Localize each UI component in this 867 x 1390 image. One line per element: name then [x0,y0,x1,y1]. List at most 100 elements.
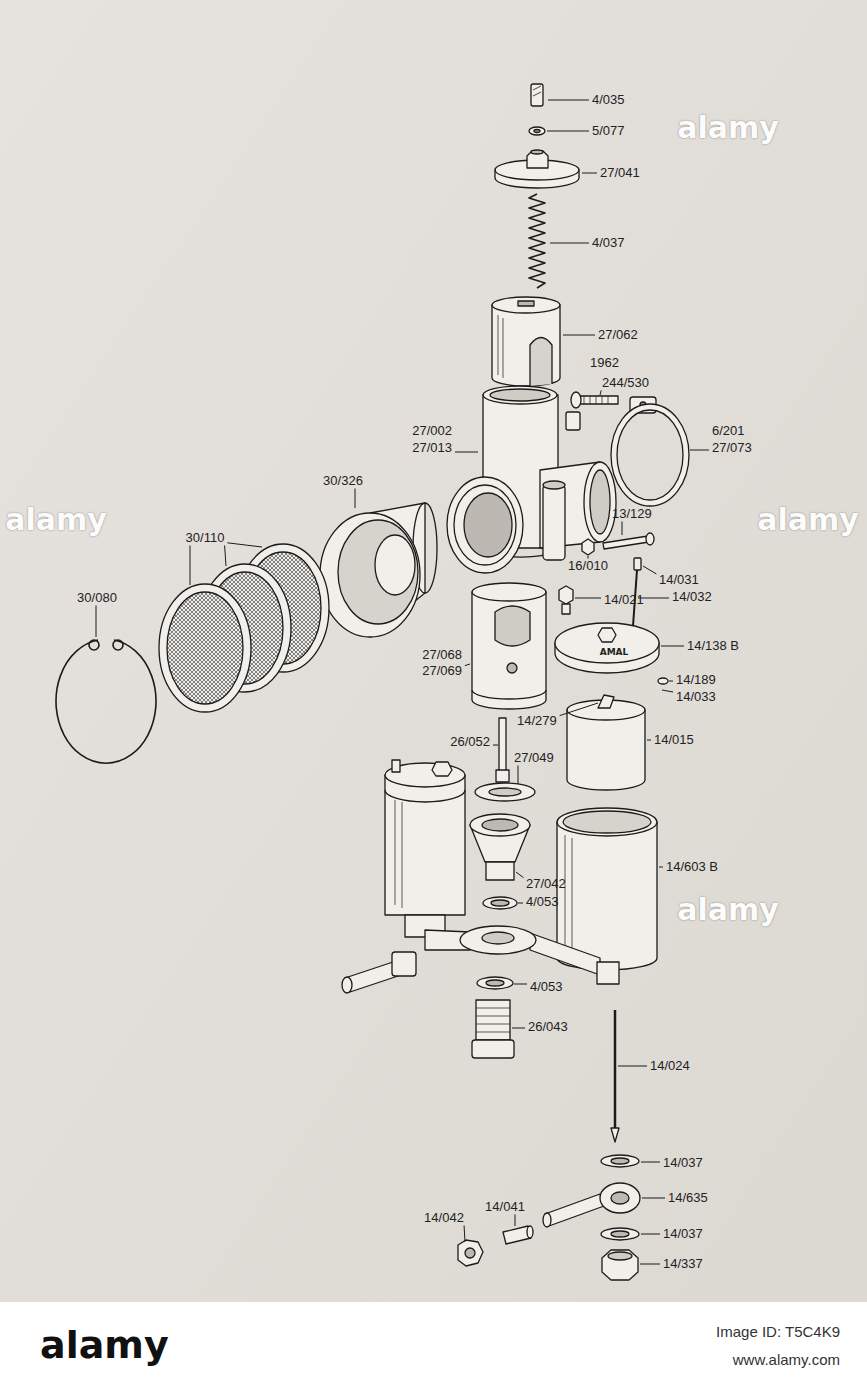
paper-ground [0,0,867,1302]
air-bell [338,520,418,624]
nut [465,1248,475,1258]
washer [601,1228,639,1240]
callout-number: 4/053 [526,895,559,910]
mixing-chamber [490,389,550,401]
throttle-slide [472,583,546,601]
washer [601,1155,639,1167]
base-arm [342,926,619,993]
mixing-chamber [543,485,565,560]
gauze-disc [159,544,329,712]
callout-number: 14/032 [672,590,712,605]
air-bell [375,535,415,595]
mixing-chamber [590,470,610,534]
leader-line [515,1214,516,1226]
adjusting-screw [584,396,608,404]
leader-line [642,1198,665,1199]
base-arm [460,926,536,954]
air-slide [492,297,560,386]
banjo-bolt-rod [611,1128,619,1142]
nut [582,539,594,555]
washer [477,977,513,989]
washer [475,783,535,801]
callout-number: 5/077 [592,124,625,139]
washer [486,980,504,986]
callout-number: 27/069 [422,664,462,679]
leader-line [640,1264,660,1265]
leader-line [455,452,478,453]
jet-holder [470,814,530,880]
float-chamber [557,808,657,970]
leader-line [547,131,589,132]
callout-number: 27/013 [412,441,452,456]
circlip [113,640,123,650]
leader-line [512,1028,525,1029]
callout-number: 244/530 [602,376,649,391]
leader-line [96,605,97,637]
bolt [562,604,570,614]
callout-number: 27/073 [712,441,752,456]
leader-line [465,664,470,666]
carburettor-body [385,790,465,802]
jet-plug [472,1000,514,1058]
carburettor-body [395,800,402,908]
mixing-chamber [483,386,557,404]
carburettor-body [385,775,465,915]
washer [483,897,517,909]
spring [529,194,545,288]
leader-line [518,765,519,784]
washer [534,130,540,133]
callout-number: 14/021 [604,593,644,608]
leader-line [514,984,527,985]
nut [458,1240,483,1266]
base-arm [530,933,600,975]
image-id: Image ID: T5C4K9 [716,1323,840,1340]
leader-line [550,243,589,244]
air-slide [492,297,560,313]
float-chamber [557,808,657,836]
base-arm [597,962,619,984]
jet-holder [482,819,518,831]
air-slide [492,305,560,386]
leader-line [548,100,589,101]
callout-number: 14/603 B [666,860,718,875]
brand-logo: alamy [40,1324,169,1368]
callout-number: 14/031 [659,573,699,588]
float-chamber-lid [598,628,616,642]
bolt [559,586,573,614]
carburettor-body [392,760,400,772]
nut [602,1250,638,1280]
callout-number: 4/053 [530,980,563,995]
leader-line [647,740,651,741]
needle-jet [496,718,509,782]
screw [531,84,543,106]
mixing-chamber [447,477,523,573]
callout-number: 27/049 [514,751,554,766]
jet-plug [476,1000,510,1040]
screw [646,533,654,545]
float-chamber-lid [555,623,659,673]
adjusting-screw [578,396,618,404]
float [598,695,614,708]
leader-line [690,450,709,451]
washer [658,678,668,684]
leader-line [662,690,673,692]
washer [529,127,545,135]
mixing-chamber [464,493,512,557]
washer [475,783,535,801]
air-slide [530,338,552,387]
callout-number: 27/041 [600,166,640,181]
top-cap [527,151,548,168]
washer [601,1228,639,1240]
tickler [634,558,641,570]
base-arm [482,932,514,944]
callout-number: 30/080 [77,591,117,606]
clamp-ring [611,397,689,506]
leader-line [641,1234,660,1235]
clamp-ring [617,410,683,500]
screw [603,536,649,549]
float-chamber [565,835,572,953]
leader-line [493,745,498,746]
